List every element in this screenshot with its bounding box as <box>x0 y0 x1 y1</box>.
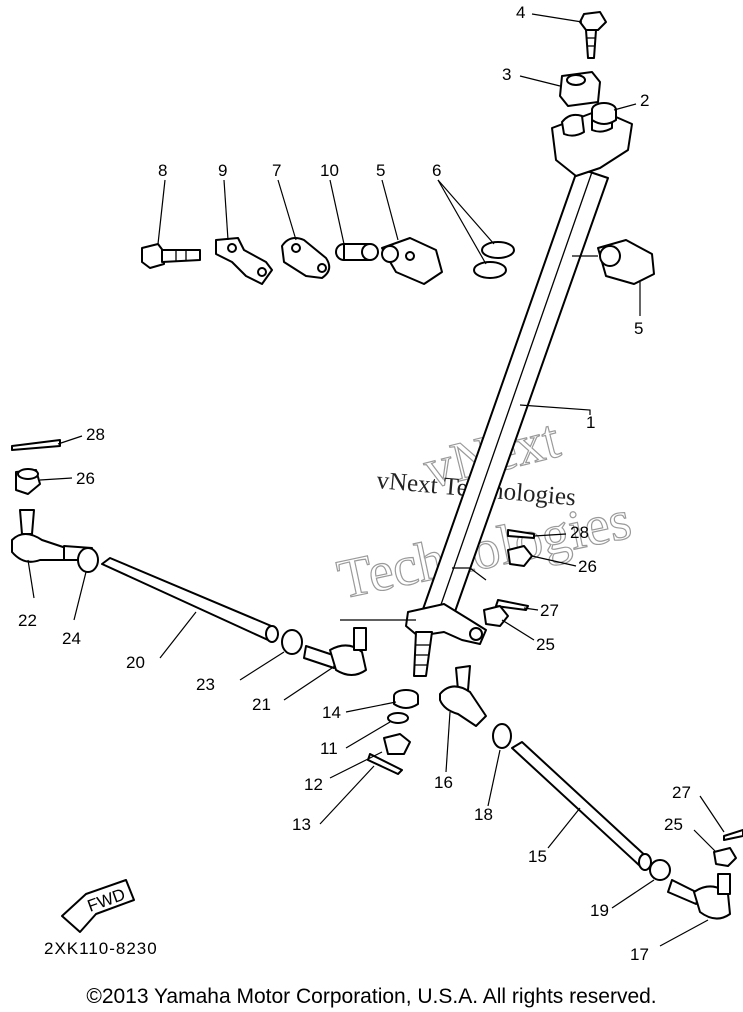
callout-8: 8 <box>158 161 167 180</box>
callout-17: 17 <box>630 945 649 964</box>
callout-6: 6 <box>432 161 441 180</box>
callout-25-center: 25 <box>536 635 555 654</box>
callout-28-left: 28 <box>86 425 105 444</box>
callout-19: 19 <box>590 901 609 920</box>
callout-27-center: 27 <box>540 601 559 620</box>
left-tie-rod <box>11 439 367 676</box>
callout-11: 11 <box>320 739 338 758</box>
callout-16: 16 <box>434 773 453 792</box>
callout-21: 21 <box>252 695 271 714</box>
callout-2: 2 <box>640 91 649 110</box>
callouts: 4 3 2 1 8 9 7 10 5 6 5 28 26 22 24 20 23… <box>18 3 691 964</box>
callout-28-right: 28 <box>570 523 589 542</box>
callout-5-right: 5 <box>634 319 643 338</box>
callout-5-left: 5 <box>376 161 385 180</box>
callout-9: 9 <box>218 161 227 180</box>
callout-18: 18 <box>474 805 493 824</box>
part-code: 2XK110-8230 <box>44 939 158 958</box>
callout-12: 12 <box>304 775 323 794</box>
collar <box>591 102 617 125</box>
callout-3: 3 <box>502 65 511 84</box>
callout-7: 7 <box>272 161 281 180</box>
right-tie-rod <box>439 665 743 920</box>
copyright-notice: ©2013 Yamaha Motor Corporation, U.S.A. A… <box>86 985 657 1008</box>
callout-27-right: 27 <box>672 783 691 802</box>
callout-14: 14 <box>322 703 341 722</box>
callout-20: 20 <box>126 653 145 672</box>
leader-lines <box>27 13 725 947</box>
callout-24: 24 <box>62 629 81 648</box>
callout-26-left: 26 <box>76 469 95 488</box>
fwd-arrow: FWD <box>61 879 135 933</box>
upper-clamp <box>559 11 607 107</box>
callout-15: 15 <box>528 847 547 866</box>
callout-10: 10 <box>320 161 339 180</box>
callout-26-right: 26 <box>578 557 597 576</box>
callout-13: 13 <box>292 815 311 834</box>
callout-22: 22 <box>18 611 37 630</box>
steering-shaft <box>405 109 633 677</box>
callout-4: 4 <box>516 3 525 22</box>
clamp-assembly <box>141 237 515 285</box>
lower-clamp-right <box>597 239 655 285</box>
callout-23: 23 <box>196 675 215 694</box>
callout-1: 1 <box>586 413 595 432</box>
callout-25-right: 25 <box>664 815 683 834</box>
